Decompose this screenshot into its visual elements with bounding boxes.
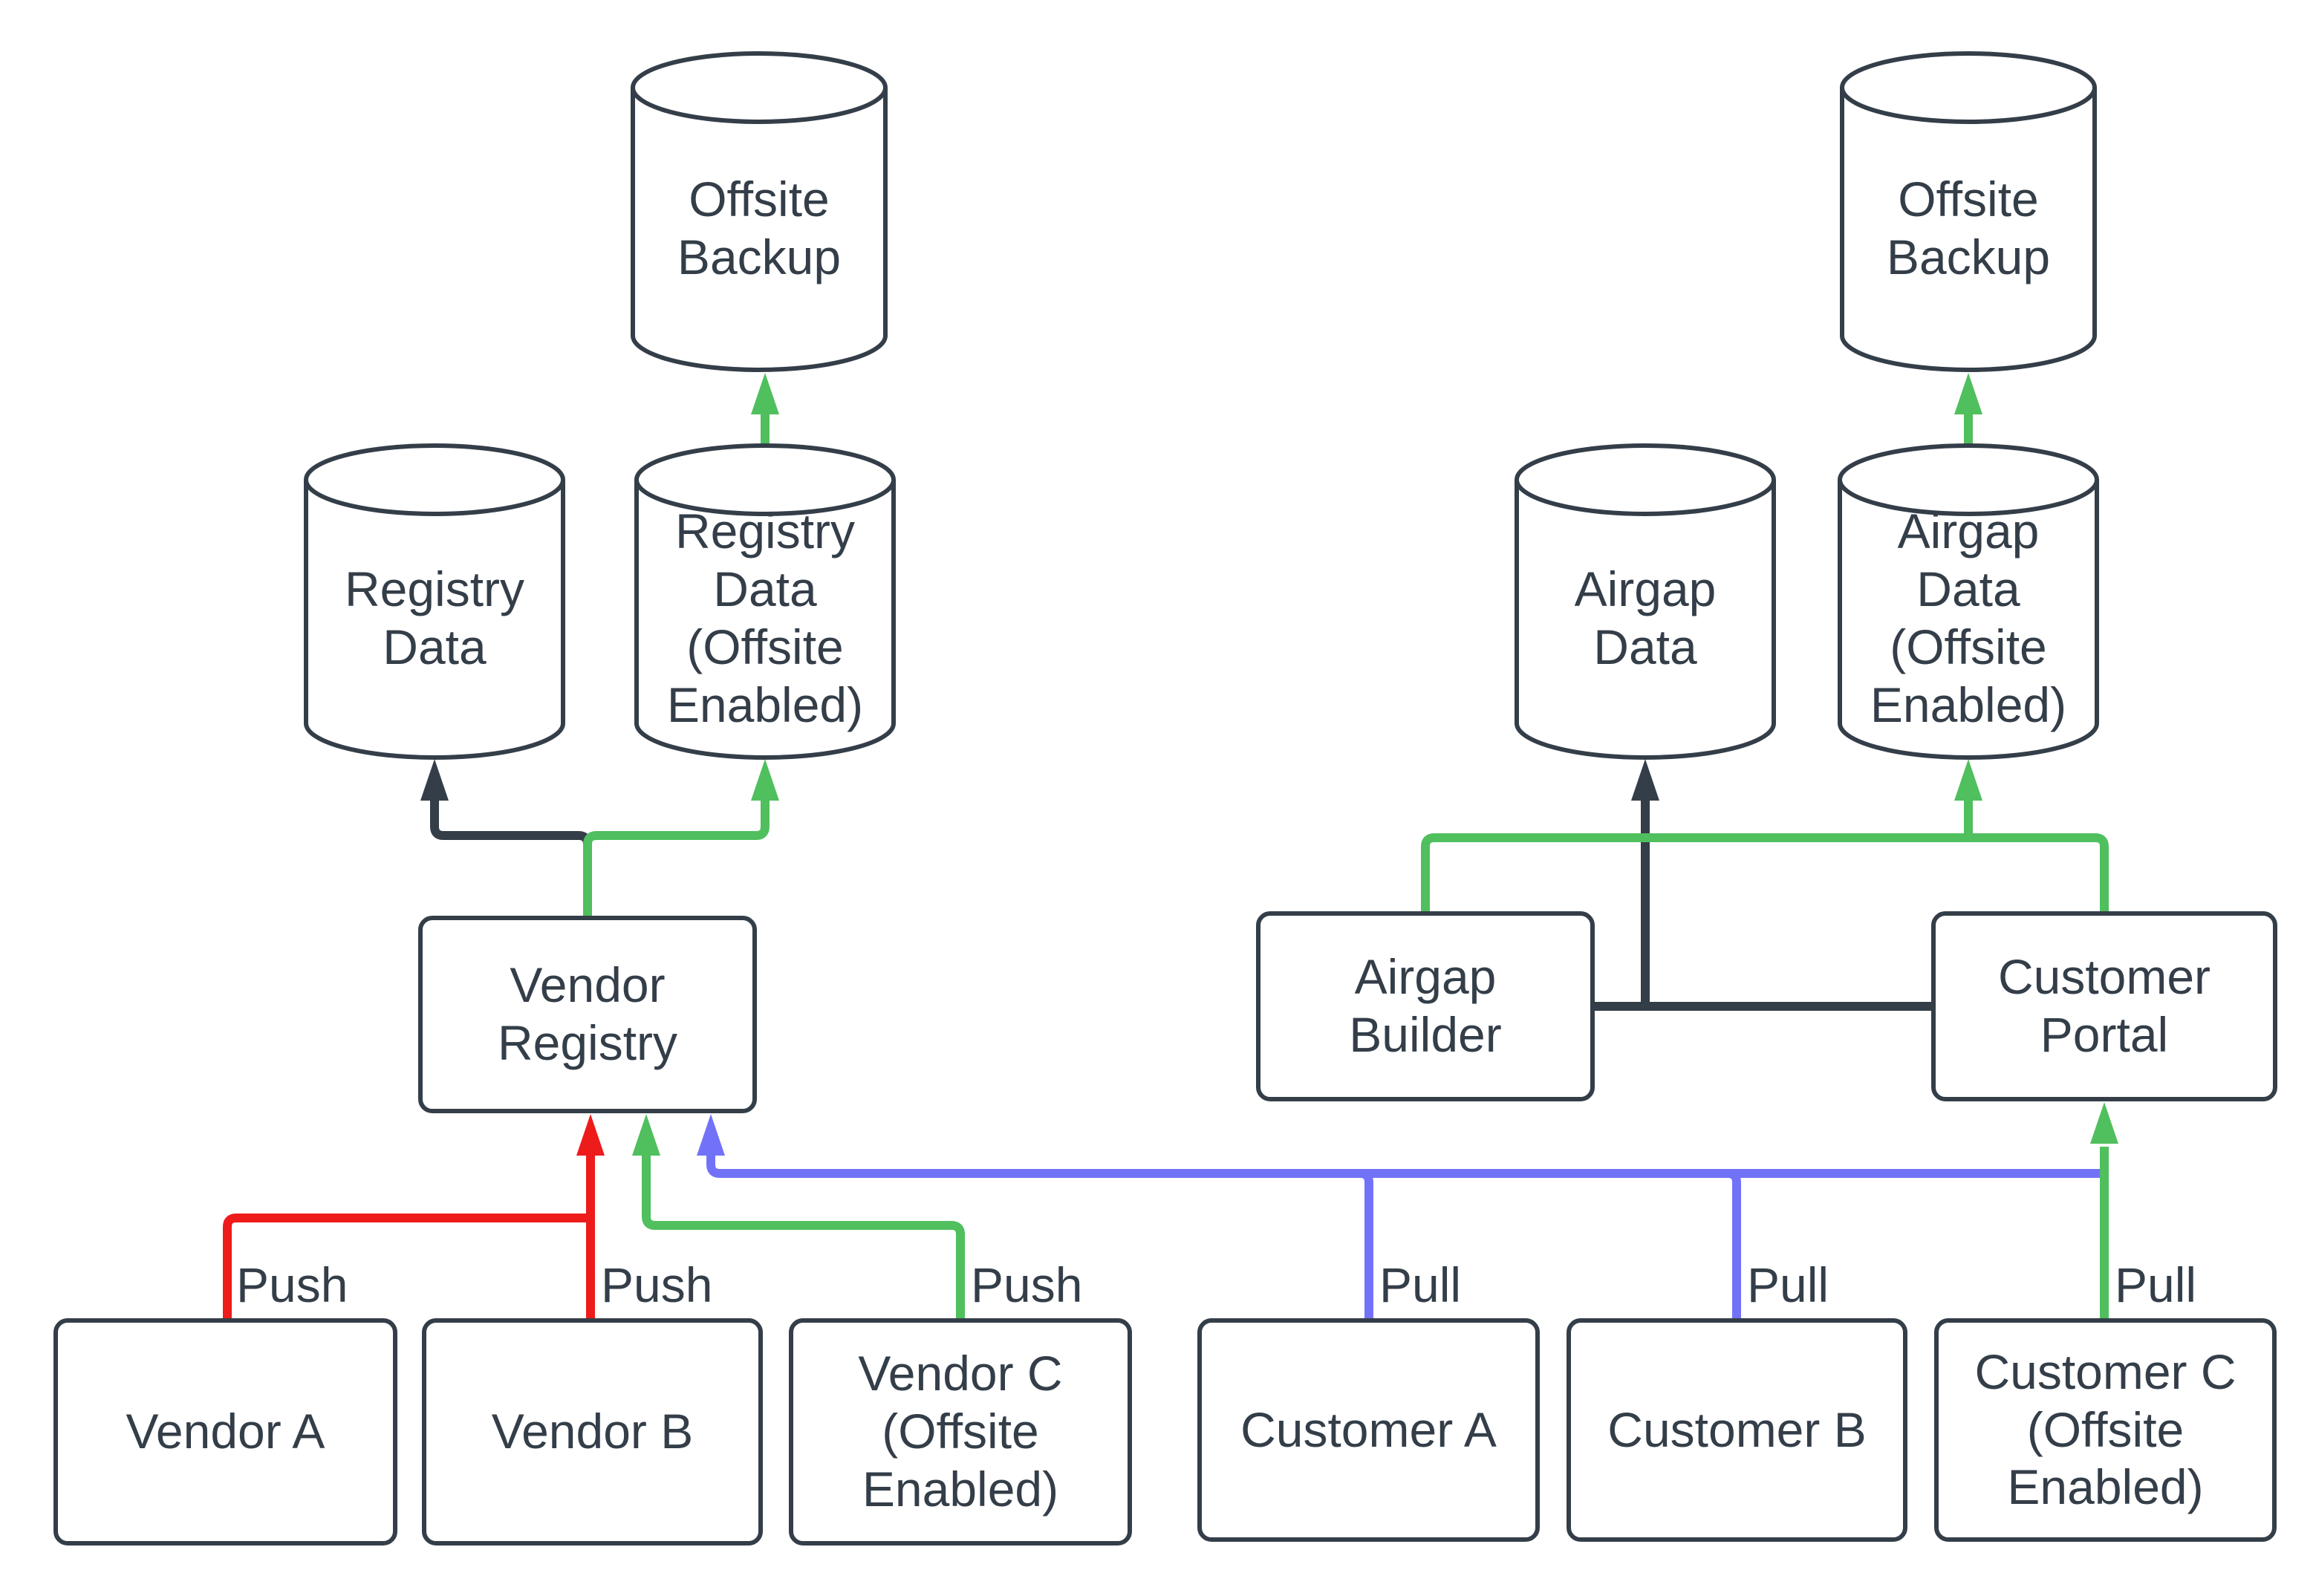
- edge-airgap-data-offsite-to-offsite-backup-right: [1954, 373, 1982, 446]
- edge-registry-data-offsite-to-offsite-backup-left: [751, 373, 779, 446]
- edge-vendor-b-to-vendor-registry: [576, 1114, 605, 1320]
- registry-data-offsite-cylinder: [634, 443, 896, 760]
- edge-customer-a-to-vendor-registry: [697, 1114, 2102, 1320]
- airgap-data-cylinder: [1515, 443, 1776, 760]
- vendor-a-label: Vendor A: [126, 1404, 325, 1459]
- edge-vendor-c-to-vendor-registry: [632, 1114, 965, 1320]
- arrowhead-green-offsite-backup-left: [751, 373, 779, 414]
- offsite-backup-right-cylinder: [1840, 51, 2097, 372]
- push-label-vendor-b: Push: [601, 1257, 713, 1312]
- arrowhead-green-vendor-registry: [632, 1114, 660, 1156]
- customer-a-label: Customer A: [1240, 1401, 1497, 1457]
- offsite-backup-left-label: Offsite Backup: [677, 172, 842, 284]
- edge-builder-and-portal-to-airgap-data: [1593, 759, 1933, 1011]
- vendor-c-box: [789, 1318, 1132, 1545]
- customer-portal-label: Customer Portal: [1997, 949, 2211, 1062]
- airgap-data-offsite-cylinder: [1838, 443, 2099, 760]
- registry-data-offsite-label: Registry Data (Offsite Enabled): [666, 504, 864, 732]
- customer-c-box: [1934, 1318, 2277, 1542]
- arrowhead-green-offsite-backup-right: [1954, 373, 1982, 414]
- vendor-registry-label: Vendor Registry: [497, 957, 678, 1070]
- vendor-b-box: [422, 1318, 763, 1545]
- vendor-c-label: Vendor C (Offsite Enabled): [858, 1346, 1063, 1517]
- airgap-builder-box: [1256, 911, 1595, 1101]
- offsite-backup-right-label: Offsite Backup: [1886, 172, 2051, 284]
- push-label-vendor-c: Push: [971, 1257, 1083, 1312]
- arrowhead-dark-airgap-data: [1631, 759, 1659, 801]
- arrowhead-dark-registry-data: [420, 759, 449, 801]
- offsite-backup-left-cylinder: [631, 51, 888, 372]
- edge-customer-c-to-customer-portal: [2090, 1102, 2118, 1320]
- customer-b-box: [1567, 1318, 1907, 1542]
- vendor-a-box: [53, 1318, 397, 1545]
- vendor-b-label: Vendor B: [491, 1404, 694, 1459]
- edge-vendor-registry-to-registry-data-offsite: [583, 759, 779, 918]
- pull-label-customer-c: Pull: [2115, 1257, 2197, 1312]
- push-label-vendor-a: Push: [236, 1257, 348, 1312]
- arrowhead-green-customer-portal: [2090, 1102, 2118, 1144]
- pull-label-customer-a: Pull: [1379, 1257, 1462, 1312]
- airgap-data-offsite-label: Airgap Data (Offsite Enabled): [1870, 504, 2067, 732]
- customer-b-label: Customer B: [1607, 1401, 1867, 1457]
- customer-c-label: Customer C (Offsite Enabled): [1974, 1343, 2236, 1515]
- arrowhead-blue-vendor-registry: [697, 1114, 725, 1156]
- arrowhead-green-airgap-data-offsite: [1954, 759, 1982, 801]
- edge-builder-and-portal-to-airgap-data-offsite: [1421, 759, 2109, 913]
- arrowhead-green-registry-data-offsite: [751, 759, 779, 801]
- registry-data-label: Registry Data: [344, 561, 525, 674]
- pull-label-customer-b: Pull: [1747, 1257, 1829, 1312]
- vendor-registry-box: [418, 916, 757, 1113]
- airgap-data-label: Airgap Data: [1574, 561, 1717, 674]
- customer-a-box: [1197, 1318, 1540, 1542]
- edge-vendor-a-to-vendor-registry: [223, 1214, 591, 1320]
- airgap-builder-label: Airgap Builder: [1349, 949, 1502, 1062]
- edge-customer-b-to-vendor-registry: [1727, 1169, 1741, 1320]
- customer-portal-box: [1931, 911, 2277, 1101]
- edge-vendor-registry-to-registry-data: [420, 759, 592, 918]
- registry-data-cylinder: [304, 443, 565, 760]
- arrowhead-red-vendor-registry: [576, 1114, 605, 1156]
